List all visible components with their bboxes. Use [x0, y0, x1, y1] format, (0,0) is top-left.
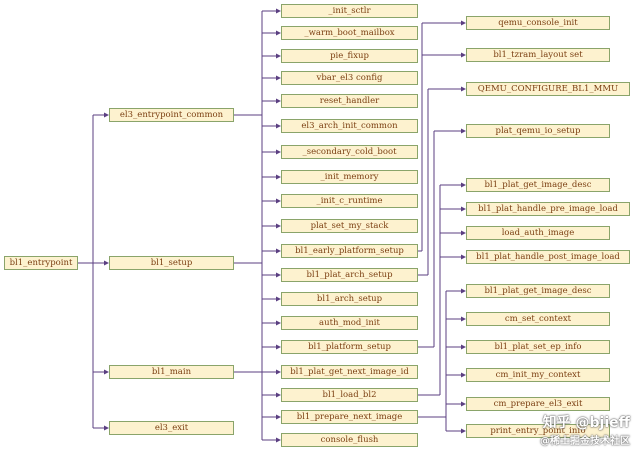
node-bl1-arch-setup: bl1_arch_setup: [281, 292, 418, 306]
connector-arrow: [461, 288, 466, 294]
connector-arrow: [461, 86, 466, 92]
watermark-zhihu: 知乎 @bjieff: [542, 415, 630, 431]
node-console-flush: console_flush: [281, 433, 418, 447]
connector-arrow: [276, 414, 281, 420]
node-plat-set-my-stack: plat_set_my_stack: [281, 219, 418, 233]
node-bl1-platform-setup: bl1_platform_setup: [281, 340, 418, 354]
watermark-juejin: @稀土掘金技术社区: [540, 436, 630, 447]
connector-arrow: [461, 428, 466, 434]
node-bl1-plat-get-image-desc-a: bl1_plat_get_image_desc: [466, 178, 610, 192]
connector-arrow: [461, 52, 466, 58]
connector-arrow: [461, 316, 466, 322]
node-cm-prepare-el3-exit: cm_prepare_el3_exit: [466, 397, 610, 411]
connector-arrow: [104, 369, 109, 375]
connector-arrow: [276, 320, 281, 326]
connector-arrow: [276, 174, 281, 180]
connector-arrow: [461, 206, 466, 212]
node-bl1-entrypoint: bl1_entrypoint: [4, 256, 78, 270]
node-bl1-plat-arch-setup: bl1_plat_arch_setup: [281, 268, 418, 282]
node-bl1-plat-get-next-image-id: bl1_plat_get_next_image_id: [281, 365, 418, 379]
node-bl1-early-platform-setup: bl1_early_platform_setup: [281, 244, 418, 258]
node-bl1-plat-handle-post-image-load: bl1_plat_handle_post_image_load: [466, 250, 630, 264]
connector-arrow: [461, 372, 466, 378]
connector-arrow: [276, 8, 281, 14]
node-cm-init-my-context: cm_init_my_context: [466, 368, 610, 382]
node-bl1-main: bl1_main: [109, 365, 234, 379]
node-bl1-tzram-layout-set: bl1_tzram_layout set: [466, 48, 610, 62]
connector-arrow: [461, 128, 466, 134]
connector-arrow: [461, 344, 466, 350]
node-cm-set-context: cm_set_context: [466, 312, 610, 326]
node-pie-fixup: pie_fixup: [281, 49, 418, 63]
node-load-auth-image: load_auth_image: [466, 226, 610, 240]
connector-arrow: [276, 223, 281, 229]
node-init-sctlr: _init_sctlr: [281, 4, 418, 18]
node-print-entry-point-info: print_entry_point_info: [466, 424, 610, 438]
connector-arrow: [461, 230, 466, 236]
connector-arrow: [461, 20, 466, 26]
node-init-memory: _init_memory: [281, 170, 418, 184]
connector-arrow: [276, 53, 281, 59]
node-qemu-configure-bl1-mmu: QEMU_CONFIGURE_BL1_MMU: [466, 82, 630, 96]
connector-arrow: [276, 75, 281, 81]
connector-arrow: [276, 149, 281, 155]
connector-arrow: [276, 248, 281, 254]
connector-arrow: [276, 123, 281, 129]
node-plat-qemu-io-setup: plat_qemu_io_setup: [466, 124, 610, 138]
connector-arrow: [276, 344, 281, 350]
connector-arrow: [461, 182, 466, 188]
connector-arrow: [104, 260, 109, 266]
connector-arrow: [276, 198, 281, 204]
node-el3-exit: el3_exit: [109, 421, 234, 435]
node-auth-mod-init: auth_mod_init: [281, 316, 418, 330]
node-init-c-runtime: _init_c_runtime: [281, 194, 418, 208]
connector-arrow: [276, 369, 281, 375]
node-el3-arch-init-common: el3_arch_init_common: [281, 119, 418, 133]
node-bl1-plat-get-image-desc-b: bl1_plat_get_image_desc: [466, 284, 610, 298]
node-reset-handler: reset_handler: [281, 94, 418, 108]
connector-arrow: [461, 254, 466, 260]
node-bl1-load-bl2: bl1_load_bl2: [281, 388, 418, 402]
node-warm-boot-mailbox: _warm_boot_mailbox: [281, 26, 418, 40]
node-qemu-console-init: qemu_console_init: [466, 16, 610, 30]
connector-arrow: [104, 112, 109, 118]
node-secondary-cold-boot: _secondary_cold_boot: [281, 145, 418, 159]
connector-arrow: [276, 98, 281, 104]
node-bl1-prepare-next-image: bl1_prepare_next_image: [281, 410, 418, 424]
connector-arrow: [276, 30, 281, 36]
connector-arrow: [276, 437, 281, 443]
connector-arrow: [104, 425, 109, 431]
connector-arrow: [276, 392, 281, 398]
node-bl1-setup: bl1_setup: [109, 256, 234, 270]
node-bl1-plat-set-ep-info: bl1_plat_set_ep_info: [466, 340, 610, 354]
node-el3-entrypoint-common: el3_entrypoint_common: [109, 108, 234, 122]
connector-arrow: [461, 401, 466, 407]
connector-arrow: [276, 296, 281, 302]
node-bl1-plat-handle-pre-image-load: bl1_plat_handle_pre_image_load: [466, 202, 630, 216]
node-vbar-el3-config: vbar_el3 config: [281, 71, 418, 85]
connector-arrow: [276, 272, 281, 278]
